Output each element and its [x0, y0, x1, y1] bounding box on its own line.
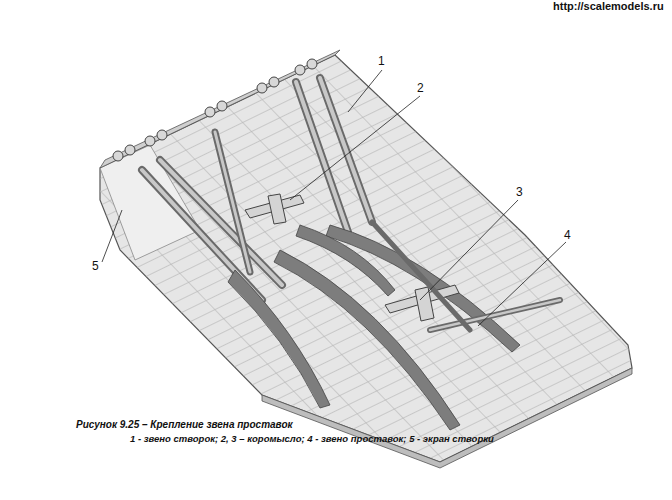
- watermark: http://scalemodels.ru: [551, 0, 666, 13]
- callout-number: 3: [516, 186, 523, 200]
- callout-number: 2: [417, 82, 424, 96]
- callout-number: 5: [92, 260, 99, 274]
- callout-number: 1: [378, 55, 385, 69]
- callout-number: 4: [564, 229, 571, 243]
- figure-key: 1 - звено створок; 2, 3 – коромысло; 4 -…: [130, 434, 494, 445]
- figure-caption: Рисунок 9.25 – Крепление звена проставок: [76, 419, 293, 431]
